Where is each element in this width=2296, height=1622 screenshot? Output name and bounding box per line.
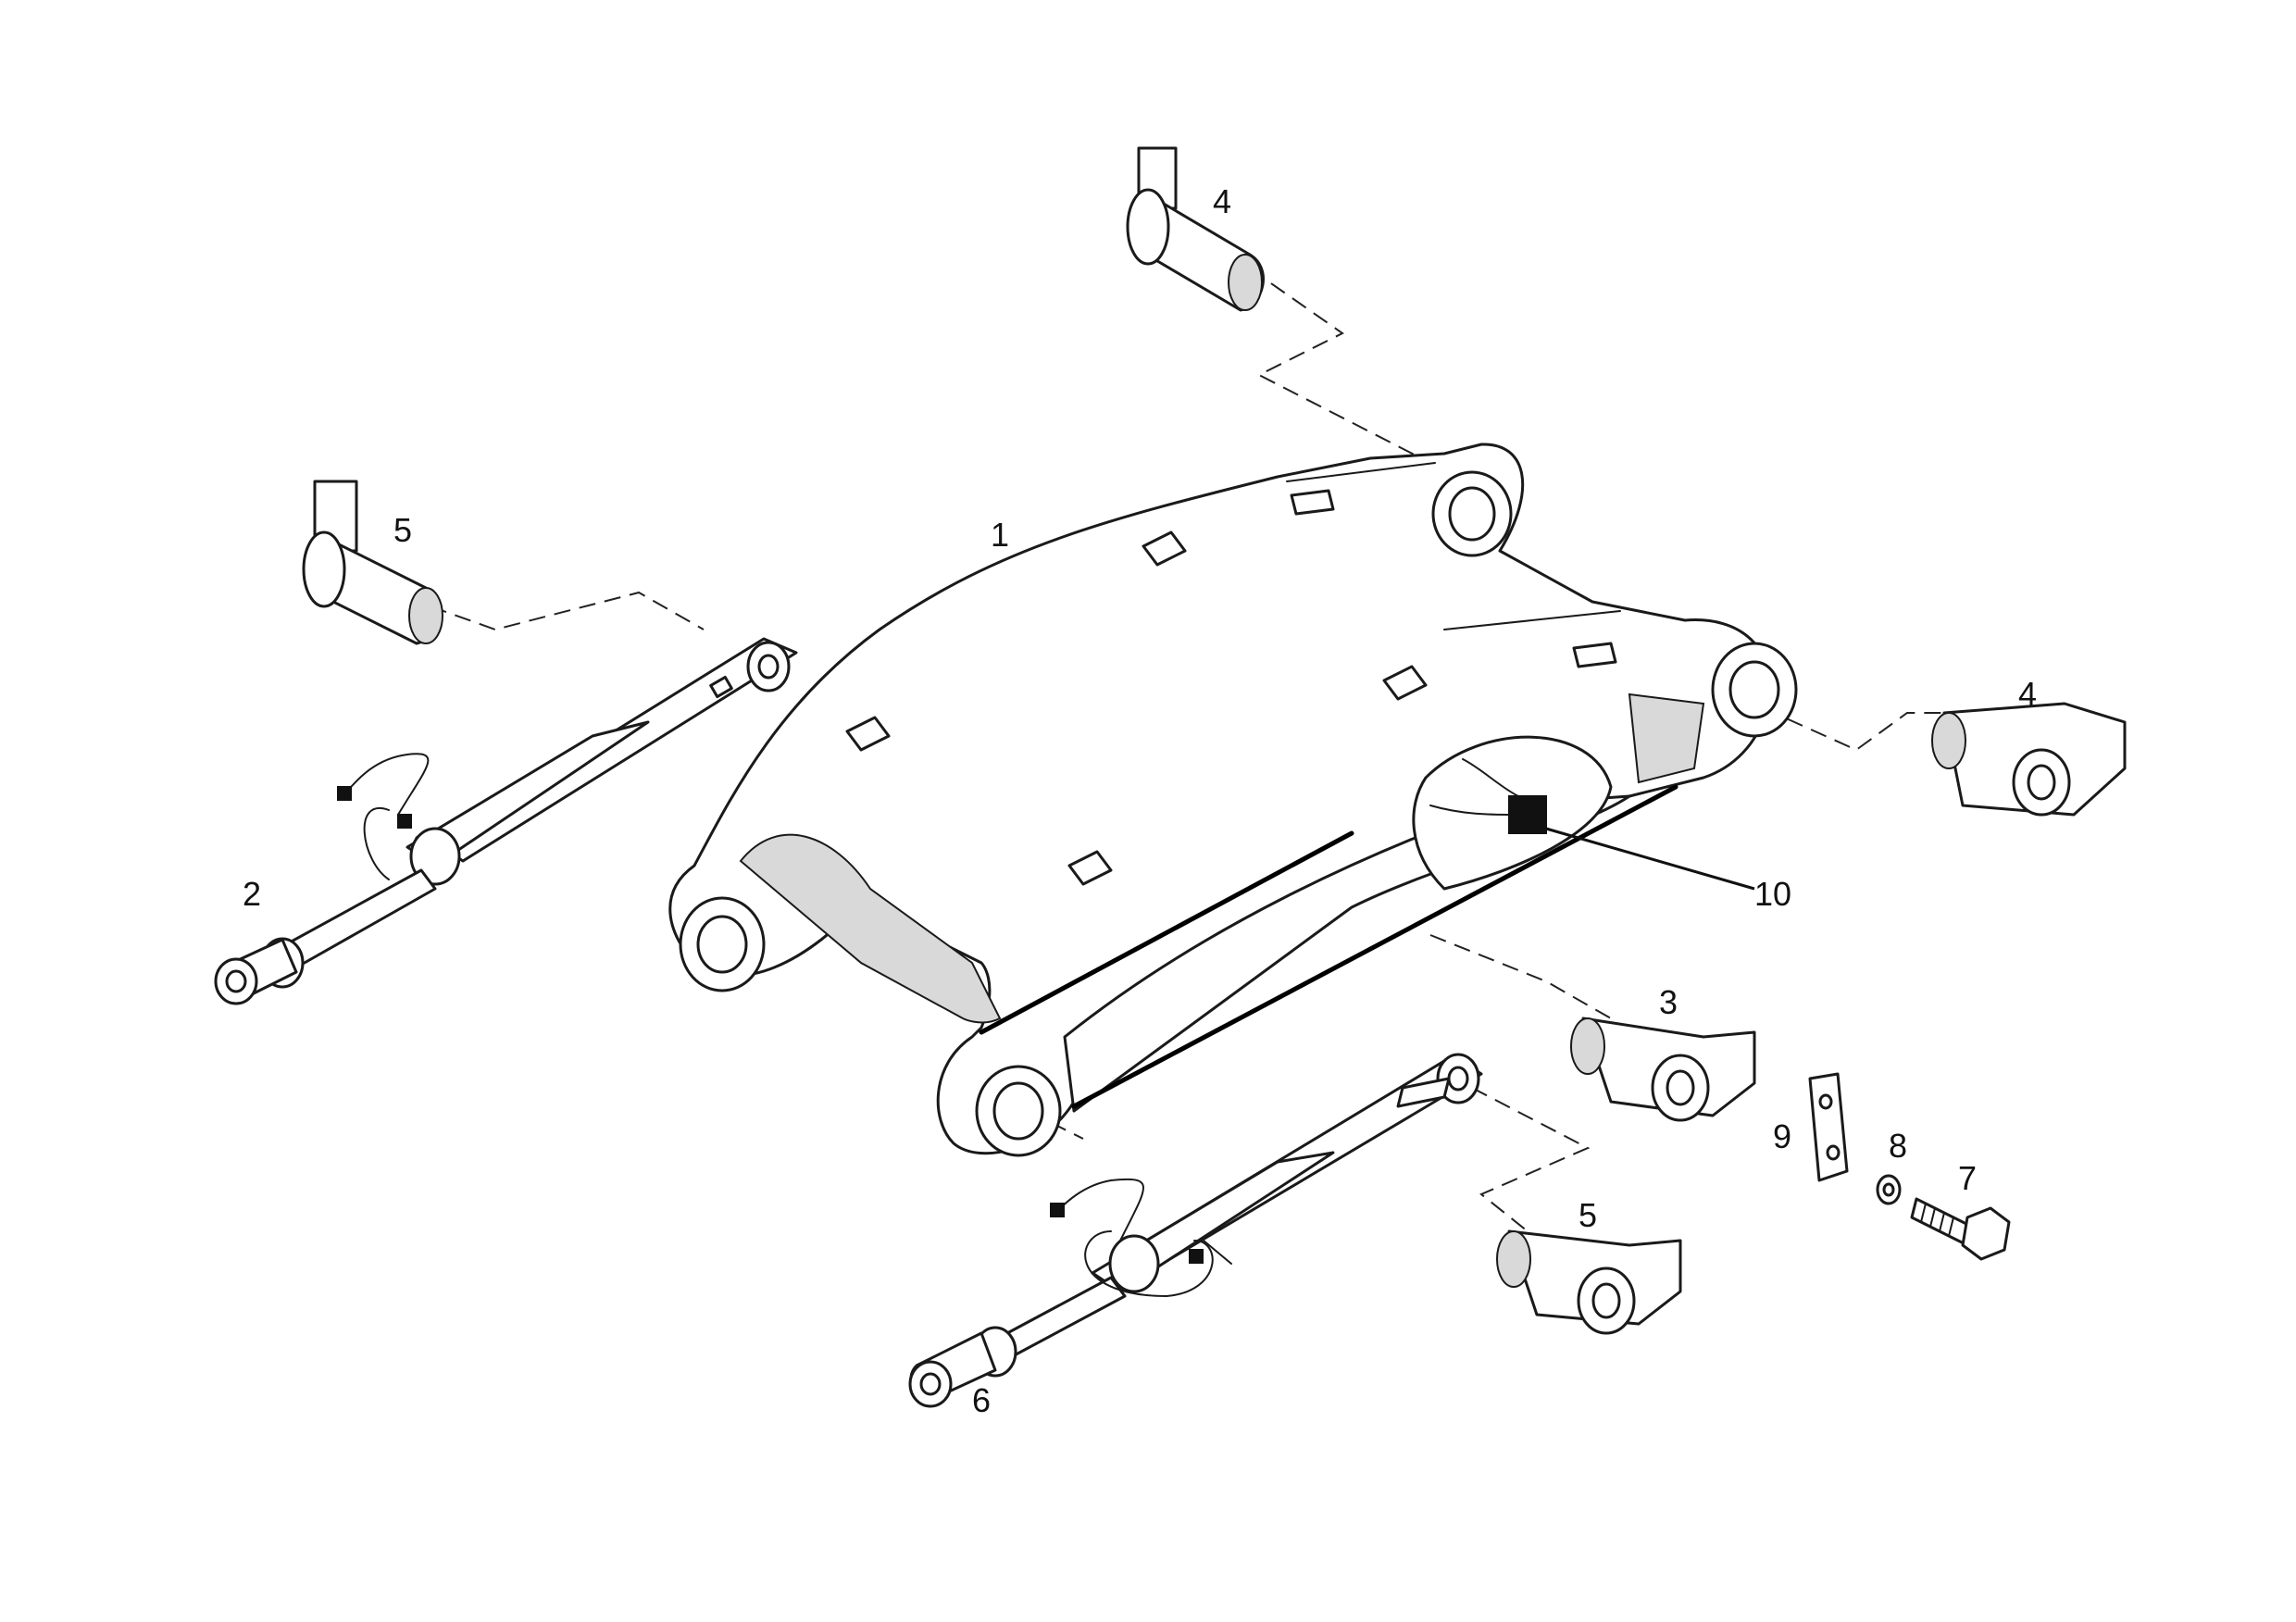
cylinder-left [214, 637, 798, 1005]
pin-left [302, 480, 443, 645]
callout-pin-bottom: 5 [1578, 1196, 1597, 1234]
frame-boss-left [679, 896, 766, 992]
frame-boss-top-right [1431, 470, 1513, 557]
frame-boss-right [1711, 642, 1798, 738]
callout-sensor: 10 [1754, 875, 1791, 913]
callout-pin-right: 4 [2018, 675, 2037, 713]
callout-frame: 1 [991, 516, 1009, 554]
callout-cylinder-left: 2 [243, 875, 261, 913]
frame-tabs [845, 489, 1617, 886]
callout-bolt: 7 [1958, 1159, 1977, 1197]
pin-bottom [1496, 1229, 1682, 1335]
pin-top [1126, 146, 1265, 312]
callout-lock-plate: 9 [1773, 1117, 1791, 1155]
callout-cylinder-bottom: 6 [972, 1381, 991, 1419]
callout-washer: 8 [1889, 1127, 1907, 1165]
sensor-block [1429, 758, 1755, 891]
lock-plate [1808, 1072, 1849, 1182]
pin-right [1931, 702, 2127, 817]
callout-pin-front: 3 [1659, 983, 1678, 1021]
bolt [1910, 1197, 2011, 1261]
cylinder-bottom [908, 1053, 1483, 1408]
frame-boss-front [975, 1065, 1062, 1157]
main-frame [668, 443, 1798, 1157]
callout-pin-top: 4 [1213, 182, 1231, 220]
callout-pin-left: 5 [393, 511, 412, 549]
callouts: 1 2 3 4 4 5 5 6 7 8 9 10 [243, 182, 2037, 1419]
pin-front [1570, 1017, 1756, 1122]
washer [1876, 1174, 1902, 1205]
